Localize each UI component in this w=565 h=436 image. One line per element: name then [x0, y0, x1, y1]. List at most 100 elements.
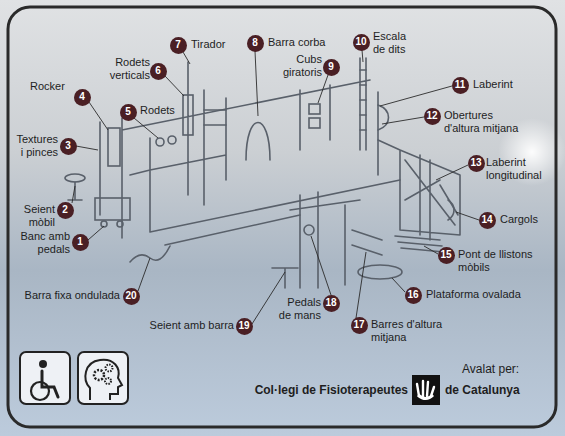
screws	[448, 200, 454, 220]
callout-number-text: 3	[65, 141, 71, 151]
leader-line	[72, 186, 75, 203]
part-name: Textures i pinces	[12, 133, 58, 159]
logo-square	[412, 375, 440, 405]
callout-number: 4	[74, 89, 91, 106]
oval-platform	[358, 265, 402, 279]
callout-number-text: 19	[238, 321, 249, 331]
wavy-bar	[130, 246, 170, 262]
leader-line	[255, 51, 258, 116]
central-posts	[290, 192, 360, 288]
part-name: Laberint longitudinal	[486, 156, 550, 182]
gear-symbol	[105, 378, 111, 384]
slat-bridge	[395, 236, 444, 252]
callout-number: 10	[353, 34, 370, 51]
leader-line	[183, 52, 190, 64]
part-name: Cargols	[500, 213, 538, 226]
part-name: Rocker	[30, 80, 65, 93]
callout-number: 7	[170, 37, 187, 54]
leader-line	[382, 117, 424, 124]
leader-line	[424, 246, 438, 254]
college-logo	[412, 375, 440, 405]
callout-number-text: 2	[62, 205, 68, 215]
callout-number-text: 14	[481, 215, 492, 225]
callout-number-text: 13	[470, 158, 481, 168]
wheelchair-icon-wheel	[31, 382, 49, 400]
wheelchair-icon-head	[39, 360, 47, 368]
cognitive-icon-frame	[78, 352, 128, 404]
callout-number-text: 6	[155, 66, 161, 76]
equipment-frame	[100, 58, 400, 245]
wheelchair-icon-frame	[20, 352, 70, 404]
callout-number: 19	[236, 318, 253, 335]
part-name: Banc amb pedals	[15, 230, 70, 256]
accessibility-icons	[20, 352, 128, 404]
leader-lines	[72, 50, 479, 324]
leader-line	[89, 102, 108, 130]
callout-number-text: 9	[328, 62, 334, 72]
callout-number: 8	[247, 35, 264, 52]
leader-line	[134, 118, 158, 138]
callout-number: 12	[424, 108, 441, 125]
organisation-name: Col·legi de Fisioterapeutes	[255, 383, 408, 397]
part-name: Barra fixa ondulada	[25, 289, 120, 302]
gear-symbol	[94, 370, 104, 380]
part-name: Pedals de mans	[277, 296, 321, 322]
rotating-cube	[309, 104, 320, 114]
leader-line	[88, 226, 104, 240]
callout-number-text: 18	[325, 298, 336, 308]
callout-number: 9	[323, 59, 340, 76]
part-name: Seient amb barra	[150, 319, 234, 332]
head-profile	[85, 360, 122, 400]
roller	[168, 136, 176, 144]
callout-number: 11	[452, 77, 469, 94]
gear-symbol	[106, 365, 113, 372]
bench-pedal	[117, 221, 123, 227]
callout-number-text: 8	[252, 38, 258, 48]
callout-number: 3	[60, 138, 77, 155]
leader-line	[356, 252, 366, 318]
leader-line	[76, 146, 98, 150]
callout-number-text: 17	[353, 320, 364, 330]
callout-number-text: 20	[125, 291, 136, 301]
pull-handle	[204, 110, 226, 125]
equipment-drawing	[65, 58, 460, 288]
rotating-cube	[309, 118, 320, 128]
seat-stem	[68, 182, 82, 200]
callout-number: 2	[57, 202, 74, 219]
callout-number: 17	[351, 317, 368, 334]
part-name: Barra corba	[268, 36, 325, 49]
lattice-structure	[378, 140, 460, 240]
callout-number-text: 15	[440, 250, 451, 260]
part-name: Rodets verticals	[102, 56, 150, 82]
callout-number: 6	[150, 63, 167, 80]
callout-number: 1	[72, 234, 89, 251]
part-name: Rodets	[140, 104, 175, 117]
callout-number-text: 5	[125, 107, 131, 117]
leader-line	[362, 50, 363, 62]
callout-number: 14	[479, 212, 496, 229]
hand-pedals	[304, 225, 314, 235]
callout-number-text: 7	[175, 40, 181, 50]
leader-line	[165, 76, 184, 96]
endorsement-note: Avalat per:	[462, 362, 519, 376]
part-name: Seient mòbil	[15, 203, 55, 229]
curved-bar	[246, 123, 270, 161]
part-name: Plataforma ovalada	[426, 288, 521, 301]
hand-symbol	[417, 381, 434, 396]
part-name: Tirador	[191, 38, 225, 51]
vertical-rollers	[183, 95, 193, 135]
leader-line	[138, 258, 150, 291]
callout-number: 5	[120, 104, 137, 121]
moving-seat	[65, 174, 85, 182]
part-name: Obertures d'altura mitjana	[444, 109, 530, 135]
part-name: Laberint	[473, 78, 513, 91]
callout-number-text: 16	[407, 290, 418, 300]
part-name: Barres d'altura mitjana	[371, 318, 451, 344]
bar-seat	[272, 268, 298, 288]
callout-number: 13	[468, 155, 485, 172]
part-name: Pont de llistons mòbils	[458, 248, 544, 274]
sign-frame	[8, 7, 556, 427]
callout-number-text: 4	[79, 92, 85, 102]
leader-line	[380, 86, 452, 106]
